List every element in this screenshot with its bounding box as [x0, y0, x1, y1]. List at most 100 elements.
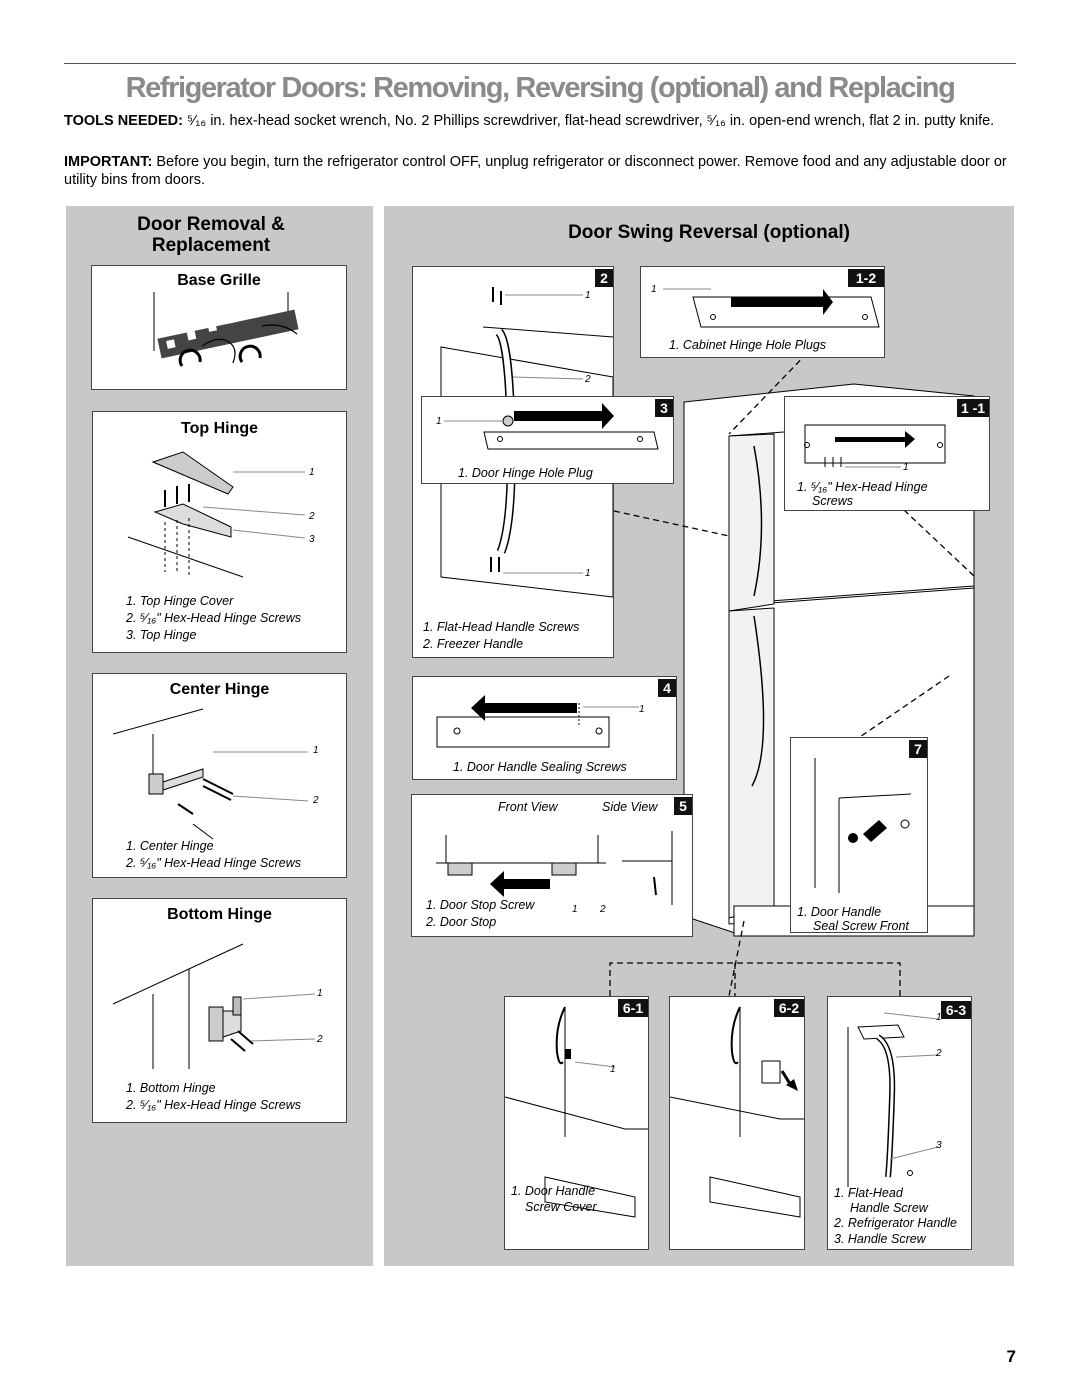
important-label: IMPORTANT:: [64, 154, 153, 170]
step-6-3-box: 6-3 1 2 3 1. Flat-Head Handle Screw 2. R…: [827, 996, 972, 1250]
step-5-side-view-label: Side View: [602, 800, 658, 814]
top-hinge-caption-3: 3. Top Hinge: [126, 628, 197, 642]
step-6-1-illustration: [505, 1006, 648, 1218]
base-grille-box: Base Grille: [91, 265, 347, 390]
step-2-caption-2: 2. Freezer Handle: [423, 637, 524, 651]
top-hinge-callout-1: 1: [309, 467, 315, 478]
tools-needed-text: ⁵⁄₁₆ in. hex-head socket wrench, No. 2 P…: [187, 113, 995, 129]
step-6-3-caption-3: 2. Refrigerator Handle: [834, 1216, 957, 1230]
step-2-callout-3: 1: [585, 568, 591, 579]
door-removal-panel: Door Removal & Replacement Base Grille T…: [66, 206, 373, 1266]
step-4-box: 4 1 1. Door Handle Sealing Screws: [412, 676, 677, 780]
step-5-caption-1: 1. Door Stop Screw: [426, 898, 535, 912]
tools-needed-label: TOOLS NEEDED:: [64, 113, 183, 129]
step-3-badge: 3: [655, 399, 673, 417]
step-3-callout-1: 1: [436, 416, 442, 427]
step-4-caption-1: 1. Door Handle Sealing Screws: [453, 760, 627, 774]
top-hinge-caption-1: 1. Top Hinge Cover: [126, 594, 234, 608]
step-2-badge: 2: [595, 269, 613, 287]
step-6-2-badge: 6-2: [774, 999, 804, 1017]
bottom-hinge-caption-2: 2. ⁵⁄₁₆" Hex-Head Hinge Screws: [126, 1098, 301, 1112]
important-paragraph: IMPORTANT: Before you begin, turn the re…: [64, 153, 1024, 189]
step-5-front-view-label: Front View: [498, 800, 558, 814]
step-6-2-illustration: [670, 1006, 804, 1218]
center-hinge-title: Center Hinge: [169, 681, 270, 698]
step-1-2-illustration: [663, 288, 880, 328]
step-5-illustration: [436, 831, 673, 905]
step-4-callout-1: 1: [639, 704, 645, 715]
step-6-3-callout-1: 1: [936, 1012, 942, 1023]
step-7-caption-1: 1. Door Handle: [797, 905, 882, 919]
door-swing-reversal-title: Door Swing Reversal (optional): [568, 222, 850, 243]
door-swing-reversal-panel: Door Swing Reversal (optional) 2: [384, 206, 1014, 1266]
step-4-illustration: [436, 695, 639, 748]
top-hinge-illustration: [127, 451, 306, 578]
bottom-hinge-title: Bottom Hinge: [167, 906, 272, 923]
step-7-illustration: [814, 758, 912, 893]
page-number: 7: [1006, 1347, 1016, 1366]
step-3-caption-1: 1. Door Hinge Hole Plug: [458, 466, 593, 480]
step-6-3-callout-2: 2: [936, 1048, 942, 1059]
top-hinge-callout-3: 3: [309, 534, 315, 545]
center-hinge-caption-2: 2. ⁵⁄₁₆" Hex-Head Hinge Screws: [126, 856, 301, 870]
step-6-3-illustration: [847, 1012, 939, 1187]
step-1-1-caption-1: 1. ⁵⁄₁₆" Hex-Head Hinge: [797, 480, 928, 494]
step-6-3-caption-2: Handle Screw: [850, 1201, 928, 1215]
bottom-hinge-callout-1: 1: [317, 988, 323, 999]
step-1-2-caption-1: 1. Cabinet Hinge Hole Plugs: [669, 338, 827, 352]
bottom-hinge-caption-1: 1. Bottom Hinge: [126, 1081, 216, 1095]
step-3-box: 3 1 1. Door Hinge Hole Plug: [421, 396, 674, 484]
bottom-hinge-box: Bottom Hinge 1 2 1. Bottom Hinge 2. ⁵⁄₁₆…: [92, 898, 347, 1123]
top-hinge-caption-2: 2. ⁵⁄₁₆" Hex-Head Hinge Screws: [126, 611, 301, 625]
step-2-caption-1: 1. Flat-Head Handle Screws: [423, 620, 580, 634]
tools-needed-paragraph: TOOLS NEEDED: ⁵⁄₁₆ in. hex-head socket w…: [64, 112, 1024, 130]
step-7-caption-2: Seal Screw Front: [813, 919, 909, 933]
center-hinge-illustration: [112, 708, 309, 840]
bottom-hinge-illustration: [112, 943, 316, 1069]
center-hinge-caption-1: 1. Center Hinge: [126, 839, 214, 853]
step-2-callout-2: 2: [585, 374, 591, 385]
step-1-2-badge: 1-2: [848, 269, 884, 287]
step-6-1-badge: 6-1: [618, 999, 648, 1017]
base-grille-illustration: [153, 292, 299, 367]
step-4-badge: 4: [658, 679, 676, 697]
step-3-illustration: [444, 403, 659, 450]
center-hinge-box: Center Hinge 1 2 1. Center Hinge 2. ⁵⁄₁₆…: [92, 673, 347, 878]
step-6-3-callout-3: 3: [936, 1140, 942, 1151]
page-title: Refrigerator Doors: Removing, Reversing …: [125, 72, 956, 104]
step-5-badge: 5: [674, 797, 692, 815]
top-hinge-box: Top Hinge 1 2 3 1. Top Hinge Cover 2. ⁵⁄…: [92, 411, 347, 653]
step-1-1-badge: 1 -1: [957, 399, 989, 417]
base-grille-title: Base Grille: [177, 272, 261, 289]
step-2-callout-1: 1: [585, 290, 591, 301]
step-6-1-caption-2: Screw Cover: [525, 1200, 597, 1214]
center-hinge-callout-1: 1: [313, 745, 319, 756]
top-hinge-title: Top Hinge: [180, 420, 259, 437]
door-removal-title: Door Removal & Replacement: [66, 214, 356, 256]
step-5-callout-2: 2: [600, 904, 606, 915]
step-6-1-box: 6-1 1 1. Door Handle Screw Cover: [504, 996, 649, 1250]
important-text: Before you begin, turn the refrigerator …: [64, 154, 1007, 188]
step-6-3-caption-4: 3. Handle Screw: [834, 1232, 926, 1246]
door-removal-title-line2: Replacement: [151, 235, 271, 256]
step-6-2-box: 6-2: [669, 996, 805, 1250]
step-1-2-box: 1-2 1 1. Cabinet Hinge Hole Plugs: [640, 266, 885, 358]
step-6-1-caption-1: 1. Door Handle: [511, 1184, 596, 1198]
step-7-box: 7 1. Door Handle Seal Screw Front: [790, 737, 928, 933]
step-1-1-illustration: [804, 424, 946, 468]
step-7-badge: 7: [909, 740, 927, 758]
top-hinge-callout-2: 2: [309, 511, 315, 522]
center-hinge-callout-2: 2: [313, 795, 319, 806]
step-6-3-badge: 6-3: [941, 1001, 971, 1019]
step-1-1-box: 1 -1 1 1. ⁵⁄₁₆" Hex-Head Hinge Screws: [784, 396, 990, 511]
step-1-2-callout-1: 1: [651, 284, 657, 295]
step-6-1-callout-1: 1: [610, 1064, 616, 1075]
step-5-box: 5 Front View Side View 1. Door Stop Scre…: [411, 794, 693, 937]
step-5-callout-1: 1: [572, 904, 578, 915]
step-1-1-caption-2: Screws: [812, 494, 853, 508]
step-6-3-caption-1: 1. Flat-Head: [834, 1186, 903, 1200]
step-1-1-callout-1: 1: [903, 462, 909, 473]
header-rule: [64, 63, 1016, 64]
door-removal-title-line1: Door Removal &: [137, 214, 285, 235]
step-5-caption-2: 2. Door Stop: [426, 915, 497, 929]
